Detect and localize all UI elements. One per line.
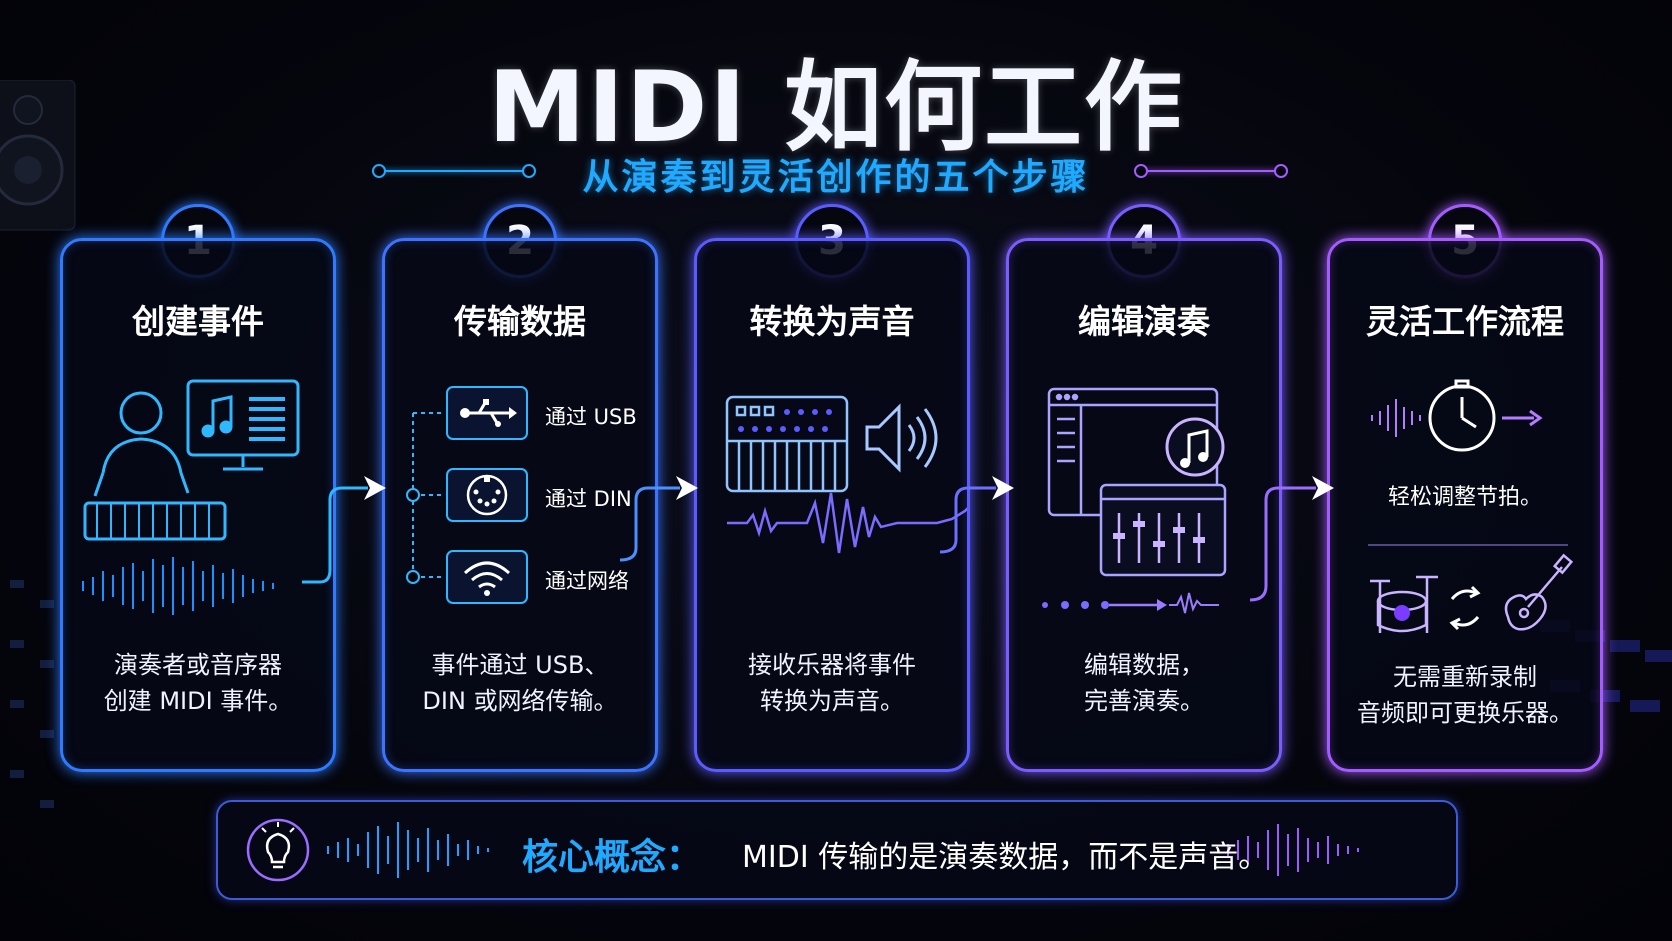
channel-label-din: 通过 DIN	[545, 487, 632, 511]
step3-illustration	[725, 395, 967, 554]
concept-label: 核心概念：	[522, 837, 703, 878]
step-title-5: 灵活工作流程	[1366, 302, 1564, 341]
signal-wave	[727, 492, 967, 554]
step4-illustration	[1042, 387, 1227, 614]
step-card-1: 创建事件	[60, 238, 336, 772]
step1-illustration	[82, 379, 300, 615]
step-desc-4: 编辑数据，完善演奏。	[1084, 651, 1204, 715]
mixer-decoration	[10, 580, 54, 808]
lightbulb-icon	[246, 818, 310, 882]
tempo-note: 轻松调整节拍。	[1387, 485, 1542, 510]
guitar-icon	[1504, 553, 1574, 631]
concept-graphics	[246, 818, 1359, 882]
monitor-music-icon	[186, 379, 300, 471]
step-desc-1: 演奏者或音序器创建 MIDI 事件。	[103, 651, 293, 715]
step-card-4: 编辑演奏	[1006, 238, 1282, 772]
step-card-5: 灵活工作流程	[1327, 238, 1603, 772]
step-title-3: 转换为声音	[749, 302, 915, 341]
concept-text: MIDI 传输的是演奏数据，而不是声音。	[742, 840, 1269, 875]
clock-icon	[1428, 379, 1496, 452]
swap-icon	[1449, 585, 1481, 631]
step-title-1: 创建事件	[132, 302, 264, 341]
step-title-4: 编辑演奏	[1078, 302, 1210, 341]
step-desc-2: 事件通过 USB、DIN 或网络传输。	[422, 651, 618, 715]
step-card-3: 转换为声音 接收乐器将事件转换为声音。	[694, 238, 970, 772]
drum-kit-icon	[1370, 575, 1438, 633]
core-concept-bar: 核心概念： MIDI 传输的是演奏数据，而不是声音。	[216, 800, 1458, 900]
step-desc-3: 接收乐器将事件转换为声音。	[748, 651, 916, 715]
speaker-icon	[865, 403, 938, 473]
page-title: MIDI 如何工作	[488, 51, 1184, 165]
step-desc-5: 无需重新录制音频即可更换乐器。	[1357, 663, 1573, 727]
synth-icon	[725, 395, 849, 493]
mixer-icon	[1099, 483, 1227, 577]
step2-illustration	[406, 386, 528, 604]
subtitle-row: 从演奏到灵活创作的五个步骤	[0, 148, 1672, 198]
step-card-2: 传输数据	[382, 238, 658, 772]
speaker-decoration	[0, 80, 76, 231]
waveform-icon	[82, 557, 274, 615]
data-dots	[1042, 601, 1109, 609]
page-subtitle: 从演奏到灵活创作的五个步骤	[582, 157, 1090, 198]
din-icon	[446, 468, 528, 522]
usb-icon	[446, 386, 528, 440]
channel-label-network: 通过网络	[545, 569, 629, 593]
person-keyboard-icon	[83, 391, 227, 541]
music-note-icon	[1165, 417, 1225, 477]
channel-label-usb: 通过 USB	[545, 405, 637, 429]
step5-illustration	[1368, 379, 1574, 633]
step-title-2: 传输数据	[454, 302, 586, 341]
wifi-icon	[446, 550, 528, 604]
